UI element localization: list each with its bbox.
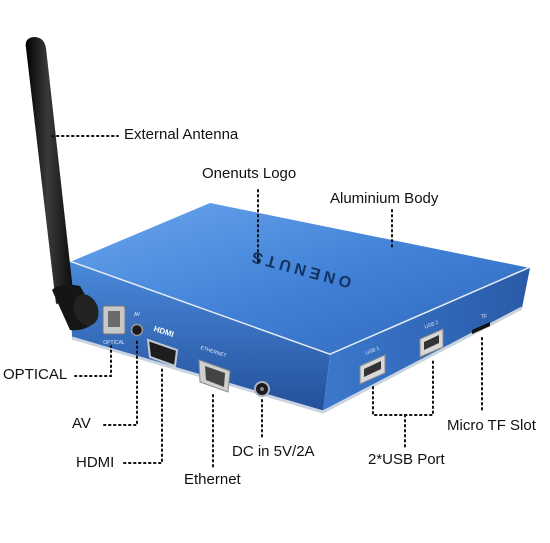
optical-port-label: OPTICAL [103,340,125,346]
av-port [130,323,144,337]
callout-optical: OPTICAL [3,366,68,383]
callout-ethernet: Ethernet [184,471,241,488]
tf-slot [472,322,490,334]
hdmi-port [146,338,179,368]
tv-box-body: ONENUTS [69,203,531,414]
callout-aluminium-body: Aluminium Body [330,190,439,207]
usb2-port-label: USB 2 [424,320,440,331]
usb1-port-label: USB 1 [365,346,381,357]
leader-optical [74,345,112,377]
callout-usb: 2*USB Port [368,451,445,468]
callout-dc: DC in 5V/2A [232,443,315,460]
av-port-label: AV [134,312,141,318]
tf-slot-label: TF [481,314,487,320]
bottom-edge [71,306,523,414]
callout-external-antenna: External Antenna [124,126,239,143]
leader-hdmi [123,365,163,464]
leader-usb [372,359,434,416]
callout-hdmi: HDMI [76,454,115,471]
leader-av [103,339,138,426]
external-antenna [25,37,99,331]
callout-av: AV [72,415,91,432]
front-face-left [70,262,330,412]
callout-micro-tf: Micro TF Slot [447,417,536,434]
leader-lines [51,135,483,468]
callout-onenuts-logo: Onenuts Logo [202,165,297,182]
